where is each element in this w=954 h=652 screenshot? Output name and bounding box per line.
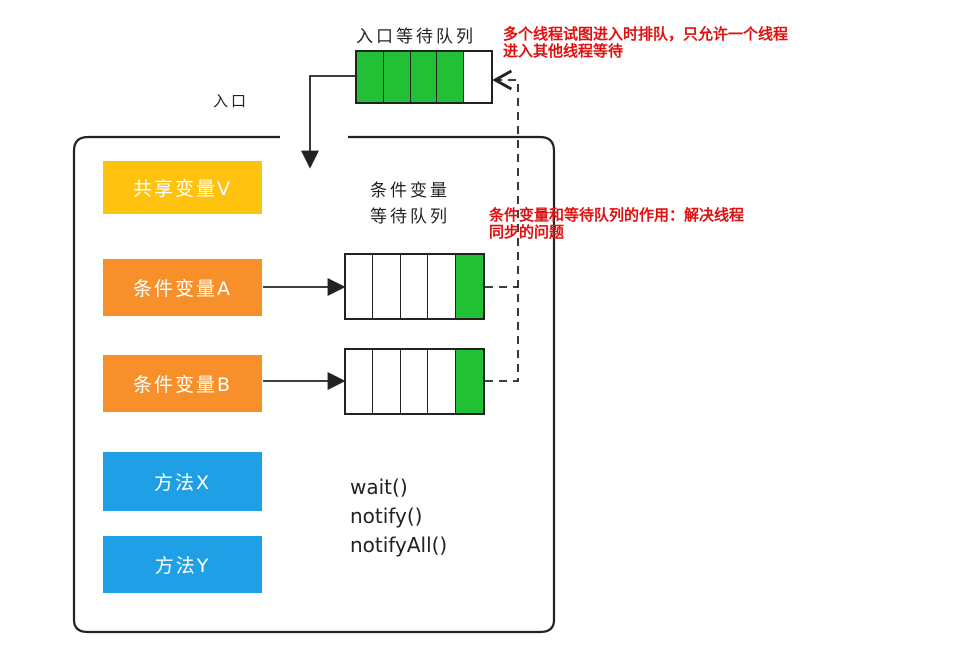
entry-queue-cell [357,52,384,102]
condition-b-queue-cell [346,350,374,413]
condition-a-label: 条件变量A [133,278,232,300]
return-dashed-b [485,69,519,382]
cond-note-line1: 条件变量和等待队列的作用：解决线程 [489,206,745,224]
shared-variable-box: 共享变量V [103,161,262,214]
condition-b-queue-cell [373,350,401,413]
method-notify: notify() [350,504,423,528]
condition-queue-title-line1: 条件变量 [370,181,450,201]
condition-b-queue [344,348,485,415]
condition-b-label: 条件变量B [132,374,233,396]
shared-variable-label: 共享变量V [133,178,232,200]
condition-queue-title: 条件变量 等待队列 [370,178,450,230]
entry-note-line2: 进入其他线程等待 [503,42,624,60]
method-list: wait() notify() notifyAll() [350,473,447,560]
method-notify-all: notifyAll() [350,533,448,557]
entry-queue-annotation: 多个线程试图进入时排队，只允许一个线程 进入其他线程等待 [503,26,788,60]
method-x-label: 方法X [153,472,212,494]
entry-queue-cell [410,52,438,102]
condition-a-queue-cell [401,255,429,318]
entry-label: 入口 [213,92,250,110]
condition-a-queue-cell [346,255,374,318]
condition-queue-title-line2: 等待队列 [370,207,450,227]
method-x-box: 方法X [103,452,262,511]
monitor-frame [72,135,556,634]
condition-a-queue [344,253,485,320]
condition-b-box: 条件变量B [103,355,262,412]
method-y-label: 方法Y [154,555,211,577]
condition-a-queue-cell [428,255,456,318]
condition-a-queue-cell [455,255,483,318]
condition-a-queue-cell [373,255,401,318]
entry-note-line1: 多个线程试图进入时排队，只允许一个线程 [503,25,789,43]
cond-note-line2: 同步的问题 [489,223,565,241]
entry-queue-cell [437,52,465,102]
condition-annotation: 条件变量和等待队列的作用：解决线程 同步的问题 [489,207,744,241]
entry-queue-cell [464,52,491,102]
condition-b-queue-cell [455,350,483,413]
entry-arrow [301,75,355,169]
method-wait: wait() [350,475,408,499]
entry-queue-title: 入口等待队列 [356,27,476,47]
entry-queue-cell [383,52,411,102]
condition-a-box: 条件变量A [103,259,262,316]
method-y-box: 方法Y [103,536,262,593]
condition-b-queue-cell [401,350,429,413]
condition-b-queue-cell [428,350,456,413]
entry-queue [355,50,493,104]
